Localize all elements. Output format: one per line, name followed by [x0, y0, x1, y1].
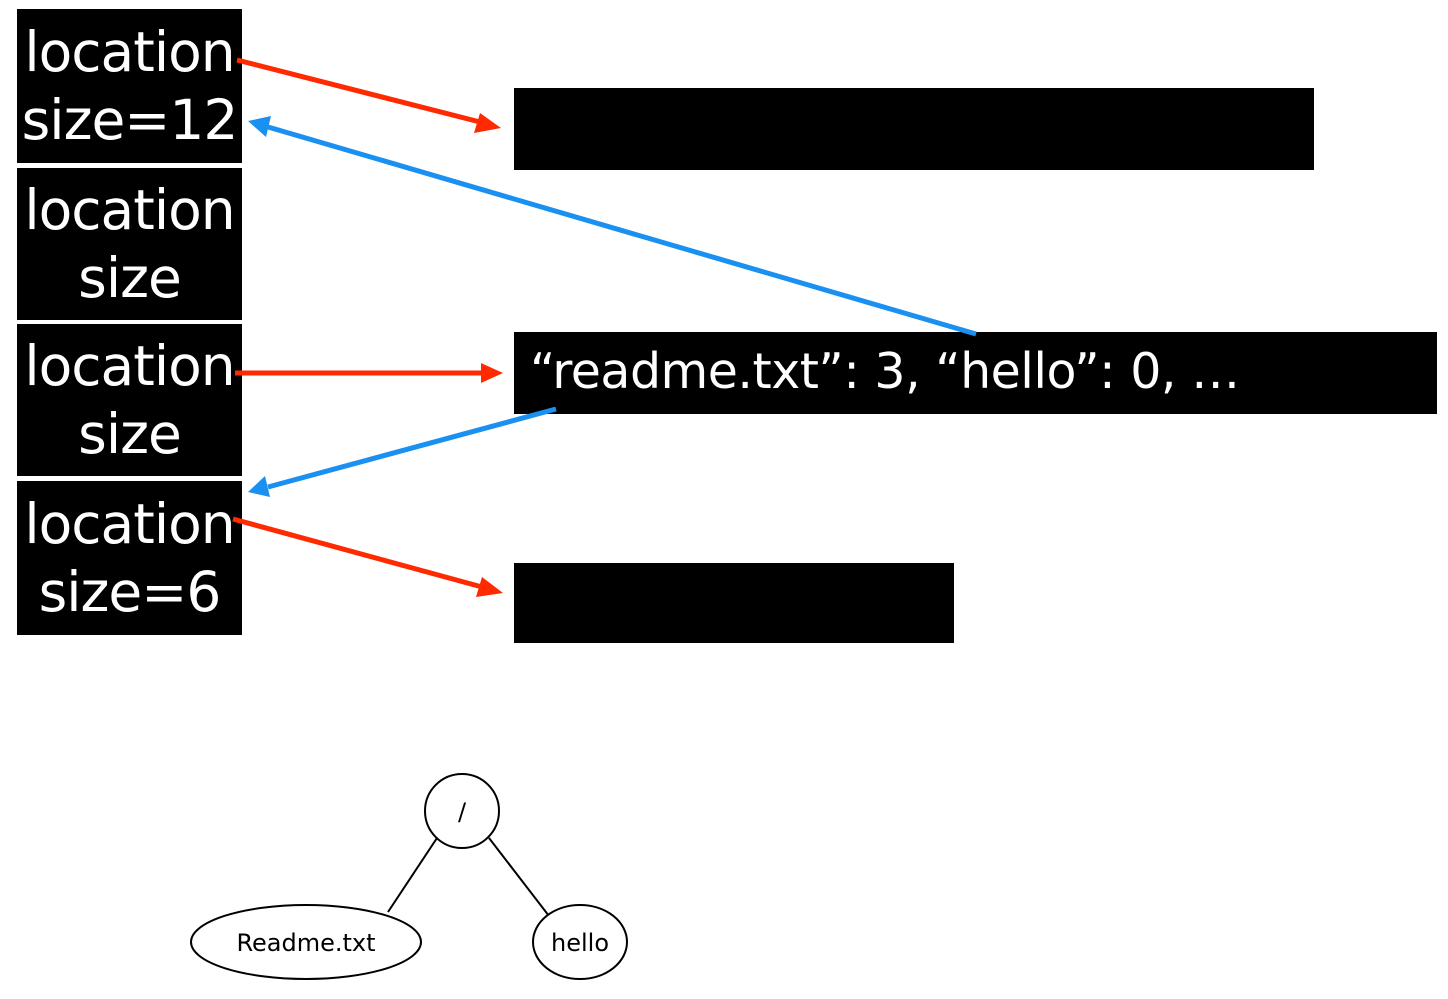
data-block-3	[514, 563, 954, 643]
inode-2-location-label: location	[24, 178, 235, 242]
inode-2: location size	[17, 168, 242, 320]
tree-readme-label: Readme.txt	[236, 929, 375, 957]
pointer-arrow-1	[236, 57, 501, 133]
inode-3-location-label: location	[24, 334, 235, 398]
directory-tree: / Readme.txt hello	[190, 773, 628, 980]
inode-4: location size=6	[17, 481, 242, 635]
reference-arrow-readme	[248, 116, 977, 337]
reference-arrow-hello	[248, 406, 557, 497]
inode-2-size-label: size	[78, 246, 182, 310]
inode-1-size-label: size=12	[21, 88, 239, 152]
tree-root-label: /	[458, 798, 467, 826]
tree-node-root: /	[424, 773, 500, 849]
inode-4-location-label: location	[24, 492, 235, 556]
directory-entries-text: “readme.txt”: 3, “hello”: 0, …	[530, 343, 1240, 400]
inode-4-size-label: size=6	[38, 560, 222, 624]
data-block-directory: “readme.txt”: 3, “hello”: 0, …	[514, 332, 1437, 414]
inode-1-location-label: location	[24, 20, 235, 84]
data-block-1	[514, 88, 1314, 170]
inode-1: location size=12	[17, 9, 242, 163]
pointer-arrow-2	[235, 363, 503, 383]
tree-hello-label: hello	[551, 929, 609, 957]
pointer-arrow-3	[232, 516, 503, 597]
tree-node-readme: Readme.txt	[190, 904, 422, 980]
tree-node-hello: hello	[532, 904, 628, 980]
inode-3-size-label: size	[78, 402, 182, 466]
inode-3: location size	[17, 324, 242, 476]
